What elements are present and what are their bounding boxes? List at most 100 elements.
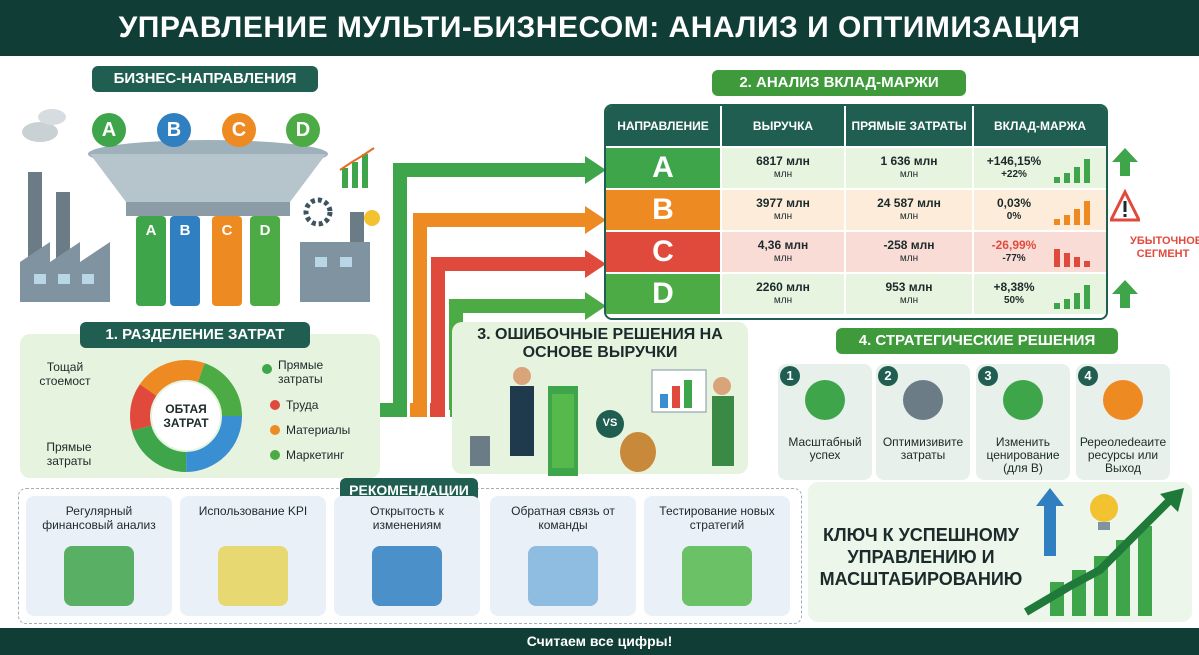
margin-value: +8,38% <box>993 280 1035 294</box>
col-head-costs: ПРЯМЫЕ ЗАТРАТЫ <box>846 106 972 146</box>
cell-costs-value: 953 млн <box>885 280 933 294</box>
margin-value: +146,15% <box>986 154 1042 168</box>
gauge-icon <box>218 546 288 606</box>
col-head-direction: НАПРАВЛЕНИЕ <box>606 106 720 146</box>
trend-chart-icon <box>1054 159 1090 183</box>
legend-dot-red <box>270 400 280 410</box>
cell-revenue-unit: млн <box>773 211 793 222</box>
cell-revenue-value: 6817 млн <box>756 154 810 168</box>
recommendation-label: Тестирование новых стратегий <box>659 504 775 532</box>
recommendation-card: Использование KPI <box>180 496 326 616</box>
loss-segment-label: УБЫТОЧНОЕ СЕГМЕНТ <box>1130 235 1199 260</box>
pipe-c <box>212 216 242 306</box>
strategy-number: 4 <box>1078 366 1098 386</box>
strategy-number: 3 <box>978 366 998 386</box>
pipe-label-b: B <box>179 222 191 239</box>
ball-c: C <box>222 113 256 147</box>
cell-revenue-unit: млн <box>773 253 793 264</box>
bulb-icon <box>364 210 380 226</box>
margin-pct: 0% <box>1006 211 1022 222</box>
trend-chart-icon <box>1054 285 1090 309</box>
arrow-up-icon-2 <box>1112 280 1138 308</box>
cost-label-right-1: Прямые затраты <box>278 358 324 386</box>
factory-icon <box>20 109 370 302</box>
growth-illustration <box>1023 488 1184 616</box>
cost-label-right-3: Материалы <box>286 423 351 437</box>
strategy-number: 1 <box>780 366 800 386</box>
margin-pct: 50% <box>1003 295 1024 306</box>
gear-icon <box>303 197 333 227</box>
strategy-label: Масштабный успех <box>788 435 862 462</box>
chat-icon <box>528 546 598 606</box>
cell-revenue-value: 3977 млн <box>756 196 810 210</box>
bulb-icon <box>1090 494 1118 522</box>
mini-chart-icon <box>339 147 375 188</box>
arrow-up-icon <box>1112 148 1138 176</box>
donut-center-label: ОБТАЯ ЗАТРАТ <box>163 402 209 430</box>
row-indicators <box>1110 148 1140 308</box>
wrong-decisions-title: 3. ОШИБОЧНЫЕ РЕШЕНИЯ НА ОСНОВЕ ВЫРУЧКИ <box>477 326 723 361</box>
price-change-icon <box>1003 380 1043 420</box>
cell-costs-unit: млн <box>899 211 919 222</box>
ball-d: D <box>286 113 320 147</box>
col-head-revenue: ВЫРУЧКА <box>722 106 844 146</box>
recommendation-label: Обратная связь от команды <box>511 504 615 532</box>
cell-costs-value: 1 636 млн <box>880 154 938 168</box>
strategy-number: 2 <box>878 366 898 386</box>
ball-a: A <box>92 113 126 147</box>
legend-dot-green-2 <box>270 450 280 460</box>
recommendation-card: Обратная связь от команды <box>490 496 636 616</box>
pipe-d <box>250 216 280 306</box>
cell-revenue-value: 4,36 млн <box>757 238 809 252</box>
strategy-label: Оптимизивите затраты <box>882 435 964 462</box>
cost-label-right-2: Труда <box>286 398 319 412</box>
page-title: УПРАВЛЕНИЕ МУЛЬТИ-БИЗНЕСОМ: АНАЛИЗ И ОПТ… <box>0 0 1199 56</box>
trend-chart-icon <box>1054 201 1090 225</box>
pipe-label-d: D <box>259 222 271 239</box>
cell-costs-unit: млн <box>899 169 919 180</box>
margin-value: 0,03% <box>996 196 1032 210</box>
cell-margin: 0,03%0% <box>974 190 1106 230</box>
cost-label-left-2: Прямые затраты <box>46 440 92 468</box>
cell-costs-value: 24 587 млн <box>877 196 941 210</box>
margin-value: -26,99% <box>991 238 1037 252</box>
legend-dot-orange <box>270 425 280 435</box>
flask-icon <box>682 546 752 606</box>
cell-margin: +146,15%+22% <box>974 148 1106 188</box>
arrow-up-icon <box>1036 488 1064 556</box>
exit-icon <box>1103 380 1143 420</box>
pipe-a <box>136 216 166 306</box>
cell-costs-value: -258 млн <box>883 238 935 252</box>
strategy-title: 4. СТРАТЕГИЧЕСКИЕ РЕШЕНИЯ <box>836 328 1118 354</box>
cell-margin: +8,38%50% <box>974 274 1106 314</box>
pipe-label-a: A <box>145 222 157 239</box>
recommendation-card: Открытость к изменениям <box>334 496 480 616</box>
gears-icon <box>372 546 442 606</box>
row-letter-d: D <box>606 274 720 314</box>
ball-b: B <box>157 113 191 147</box>
strategy-label: Ререолеdеаите ресурсы или Выход <box>1079 435 1167 475</box>
strategy-label: Изменить ценирование (для B) <box>986 435 1060 475</box>
vs-label: VS <box>602 417 618 429</box>
cell-revenue-unit: млн <box>773 169 793 180</box>
cell-revenue-value: 2260 млн <box>756 280 810 294</box>
margin-pct: -77% <box>1002 253 1026 264</box>
recommendation-card: Регулярный финансовый анализ <box>26 496 172 616</box>
business-title: БИЗНЕС-НАПРАВЛЕНИЯ <box>92 66 318 92</box>
recommendation-label: Использование KPI <box>198 504 308 518</box>
pipe-b <box>170 216 200 306</box>
wrong-decisions-illustration <box>470 367 734 476</box>
recommendation-label: Открытость к изменениям <box>370 504 444 532</box>
growth-icon <box>805 380 845 420</box>
gear-dollar-icon <box>903 380 943 420</box>
